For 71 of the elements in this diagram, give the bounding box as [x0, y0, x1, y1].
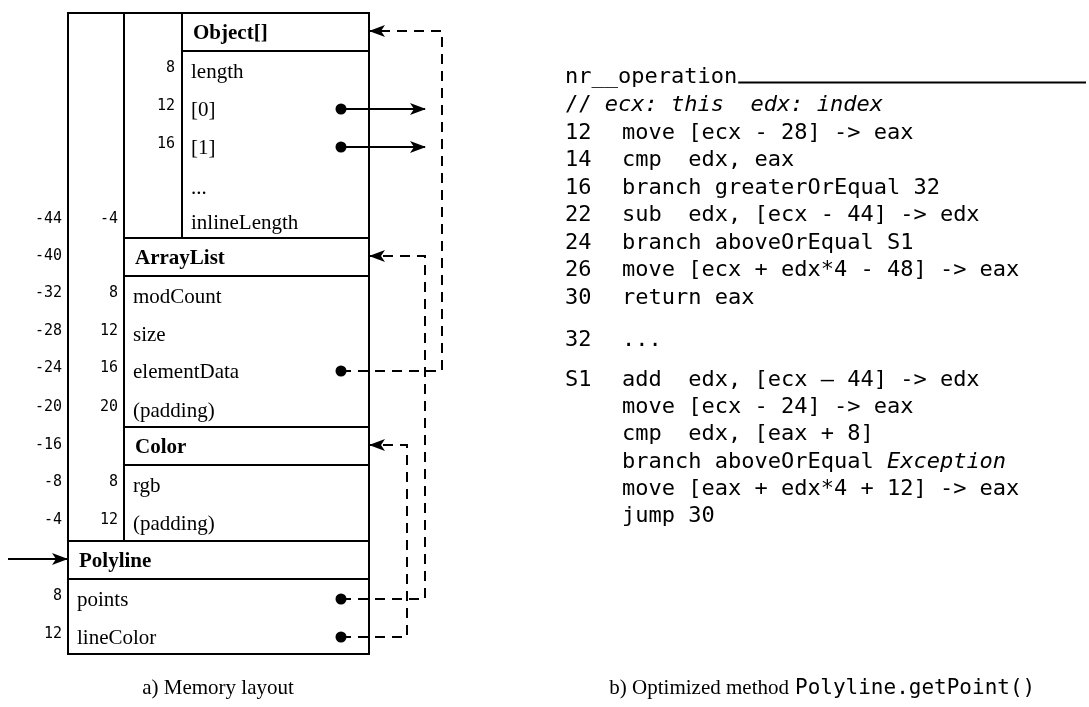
object-box: [181, 12, 370, 239]
offset-number: -4: [43, 510, 62, 529]
class-name: Object[]: [193, 19, 268, 45]
field-row: elementData: [133, 354, 347, 388]
field-row: rgb: [133, 468, 347, 502]
line-number: S1: [565, 365, 592, 391]
line-number: 14: [565, 145, 592, 171]
code-line: branch aboveOrEqual Exception: [622, 447, 1007, 473]
field-row: (padding): [133, 393, 347, 427]
code-line: return eax: [622, 283, 755, 309]
line-number: 30: [565, 283, 592, 309]
field-row: ...: [191, 170, 347, 204]
code-line: add edx, [ecx – 44] -> edx: [622, 365, 980, 391]
line-number: 26: [565, 255, 592, 281]
field-row: length: [191, 54, 347, 88]
line-number: 32: [565, 325, 592, 351]
offset-number: -32: [34, 283, 62, 302]
line-number: 24: [565, 228, 592, 254]
offset-number: 16: [156, 134, 175, 153]
field-row: [0]: [191, 92, 347, 126]
offset-number: 12: [99, 510, 118, 529]
routine-name: nr__operation: [565, 62, 738, 88]
field-row: [1]: [191, 130, 347, 164]
object-box: [123, 426, 370, 542]
object-box: [123, 237, 370, 428]
code-line: move [ecx - 28] -> eax: [622, 118, 914, 144]
field-row: modCount: [133, 279, 347, 313]
offset-number: -28: [34, 321, 62, 340]
offset-number: -20: [34, 397, 62, 416]
code-line: move [eax + edx*4 + 12] -> eax: [622, 474, 1020, 500]
field-row: size: [133, 317, 347, 351]
code-line: branch aboveOrEqual S1: [622, 228, 914, 254]
object-box: [67, 540, 370, 655]
figure-caption: a) Memory layout: [142, 674, 294, 700]
field-row: (padding): [133, 506, 347, 540]
code-line: jump 30: [622, 501, 715, 527]
offset-number: 12: [43, 624, 62, 643]
line-number: 22: [565, 200, 592, 226]
offset-number: 8: [165, 58, 175, 77]
pointer-arrow: [7, 553, 68, 565]
offset-number: -16: [34, 435, 62, 454]
code-line: move [ecx - 24] -> eax: [622, 392, 914, 418]
offset-number: 20: [99, 397, 118, 416]
class-name: Color: [135, 433, 187, 459]
offset-number: 8: [108, 472, 118, 491]
offset-number: 8: [108, 283, 118, 302]
code-line: cmp edx, eax: [622, 145, 795, 171]
field-row: points: [77, 582, 347, 616]
offset-number: 12: [99, 321, 118, 340]
offset-number: 16: [99, 358, 118, 377]
code-line: branch greaterOrEqual 32: [622, 173, 940, 199]
offset-number: -4: [99, 209, 118, 228]
class-name: Polyline: [79, 547, 152, 573]
offset-number: -24: [34, 358, 62, 377]
line-number: 16: [565, 173, 592, 199]
field-row: lineColor: [77, 620, 347, 654]
offset-number: 8: [52, 586, 62, 605]
code-line: move [ecx + edx*4 - 48] -> eax: [622, 255, 1020, 281]
code-line: sub edx, [ecx - 44] -> edx: [622, 200, 980, 226]
code-line: // ecx: this edx: index: [565, 90, 883, 116]
offset-number: -8: [43, 472, 62, 491]
code-line: cmp edx, [eax + 8]: [622, 419, 874, 445]
line-number: 12: [565, 118, 592, 144]
offset-number: 12: [156, 96, 175, 115]
offset-number: -44: [34, 209, 62, 228]
code-line: ...: [622, 325, 662, 351]
offset-number: -40: [34, 246, 62, 265]
class-name: ArrayList: [135, 244, 225, 270]
method-name: Polyline.getPoint(): [795, 675, 1036, 699]
field-row: inlineLength: [191, 205, 347, 239]
figure-caption: b) Optimized method: [609, 674, 789, 700]
